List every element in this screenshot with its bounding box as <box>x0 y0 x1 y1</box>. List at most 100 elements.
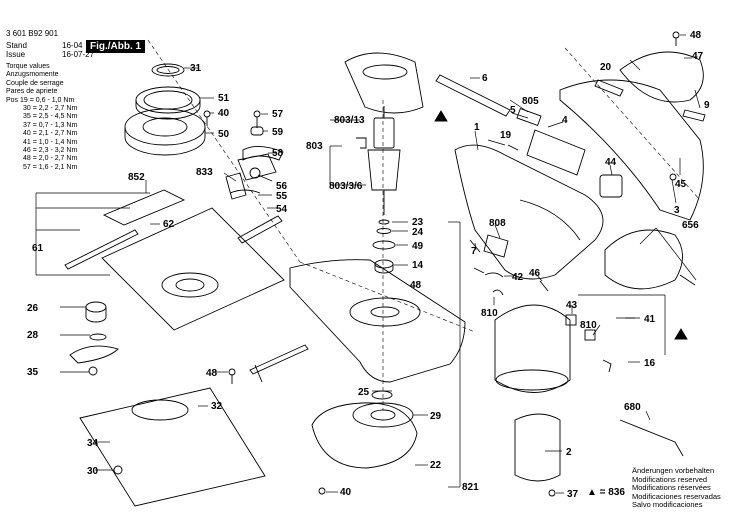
cable-6 <box>435 74 511 117</box>
torque-values-block: Torque values Anzugsmomente Couple de se… <box>6 63 77 172</box>
document-number: 3 601 B92 901 <box>6 29 59 38</box>
part-label-46: 46 <box>529 268 541 279</box>
torque-line: 41 = 1,0 - 1,4 Nm <box>23 138 78 146</box>
part-label-19: 19 <box>500 130 512 141</box>
part-label-40: 40 <box>218 108 230 119</box>
part-label-803-3-6: 803/3/6 <box>329 181 363 192</box>
part-label-22: 22 <box>430 460 442 471</box>
part-label-20: 20 <box>600 62 612 73</box>
part-label-24: 24 <box>412 227 424 238</box>
screw-48 <box>228 368 236 384</box>
torque-line: Couple de serrage <box>6 79 64 87</box>
switch-4 <box>526 129 586 176</box>
part-label-26: 26 <box>27 303 39 314</box>
modifications-footnote: Änderungen vorbehalten Modifications res… <box>632 466 721 510</box>
screw-30 <box>113 465 123 475</box>
label-9 <box>682 109 706 122</box>
part-label-803-13: 803/13 <box>334 115 365 126</box>
dust-box-656 <box>604 229 683 290</box>
part-label-55: 55 <box>276 191 288 202</box>
part-label-14: 14 <box>412 260 424 271</box>
torque-line: Anzugsmomente <box>6 71 59 79</box>
sleeve-59 <box>250 126 264 136</box>
screw-48c <box>679 274 696 286</box>
part-label-6: 6 <box>482 73 488 84</box>
part-label-48: 48 <box>206 368 218 379</box>
part-label-656: 656 <box>682 220 699 231</box>
spring-49 <box>372 240 396 250</box>
clip-833 <box>225 172 247 200</box>
counterweight-28 <box>69 333 119 364</box>
part-label-810b: 810 <box>580 320 597 331</box>
torque-line: Torque values <box>6 63 50 70</box>
cable-sleeve-808 <box>483 234 509 258</box>
part-label-833: 833 <box>196 167 213 178</box>
torque-line: 46 = 2,3 - 3,2 Nm <box>23 147 78 155</box>
torque-line: 48 = 2,0 - 2,7 Nm <box>23 155 78 163</box>
part-label-34: 34 <box>87 438 99 449</box>
torque-line: 35 = 2,5 - 4,5 Nm <box>23 113 78 121</box>
part-label-28: 28 <box>27 330 39 341</box>
handle-1 <box>454 144 604 280</box>
bearing-14 <box>374 259 394 274</box>
part-label-59: 59 <box>272 127 284 138</box>
part-label-1: 1 <box>474 122 480 133</box>
part-label-2: 2 <box>566 447 572 458</box>
dust-box-852 <box>102 189 186 226</box>
part-label-29: 29 <box>430 411 442 422</box>
part-label-41: 41 <box>644 314 656 325</box>
part-label-805: 805 <box>522 96 539 107</box>
fan-25 <box>371 390 393 400</box>
part-label-48-top: 48 <box>690 30 702 41</box>
part-label-49: 49 <box>412 241 424 252</box>
part-label-51: 51 <box>218 93 230 104</box>
part-label-810: 810 <box>481 308 498 319</box>
brush-holder-810 <box>492 289 504 296</box>
ring-23 <box>378 219 390 225</box>
figure-badge: Fig./Abb. 1 <box>86 40 146 53</box>
part-label-50: 50 <box>218 129 230 140</box>
capacitor-44 <box>599 174 623 198</box>
torque-line: 40 = 2,1 - 2,7 Nm <box>23 130 78 138</box>
part-label-32: 32 <box>211 401 223 412</box>
motor-housing-821 <box>289 259 466 383</box>
part-label-3: 3 <box>674 205 680 216</box>
footnote-line: Modificaciones reservadas <box>632 491 721 501</box>
triangle-marker <box>434 110 448 122</box>
footnote-line: Salvo modificaciones <box>632 500 703 510</box>
leader-lines <box>35 34 701 494</box>
part-label-9: 9 <box>704 100 710 111</box>
pad-ring-31 <box>151 63 185 77</box>
part-label-852: 852 <box>128 172 145 183</box>
field-coil-43 <box>565 314 577 326</box>
issue-label: Issue <box>6 50 26 59</box>
armature-803-3-6 <box>367 106 401 215</box>
terminal-7 <box>469 239 481 253</box>
stand-date: 16-04 <box>62 41 83 50</box>
part-label-7: 7 <box>471 246 477 257</box>
fan-29 <box>352 402 414 428</box>
part-label-44: 44 <box>605 157 617 168</box>
screw-57 <box>253 110 261 128</box>
part-label-16: 16 <box>644 358 656 369</box>
part-label-54: 54 <box>276 204 288 215</box>
clip-16 <box>602 359 612 373</box>
part-label-808: 808 <box>489 218 506 229</box>
part-label-37: 37 <box>567 489 579 500</box>
part-label-47: 47 <box>692 51 704 62</box>
part-label-803: 803 <box>306 141 323 152</box>
torque-line: Pos 19 = 0,6 - 1,0 Nm <box>6 96 75 104</box>
part-label-62: 62 <box>163 219 175 230</box>
ring-24 <box>376 228 392 234</box>
motor-stator <box>494 304 571 393</box>
screw-37 <box>548 489 556 497</box>
footnote-line: Modifications reserved <box>632 474 708 484</box>
triangle-legend: ▲ = 836 <box>587 487 625 498</box>
screw-48b <box>672 31 680 46</box>
part-label-61: 61 <box>32 243 44 254</box>
triangle-marker <box>674 328 688 340</box>
base-plate-62 <box>101 207 285 331</box>
dust-seal-51 <box>135 86 201 120</box>
part-label-35: 35 <box>27 367 39 378</box>
